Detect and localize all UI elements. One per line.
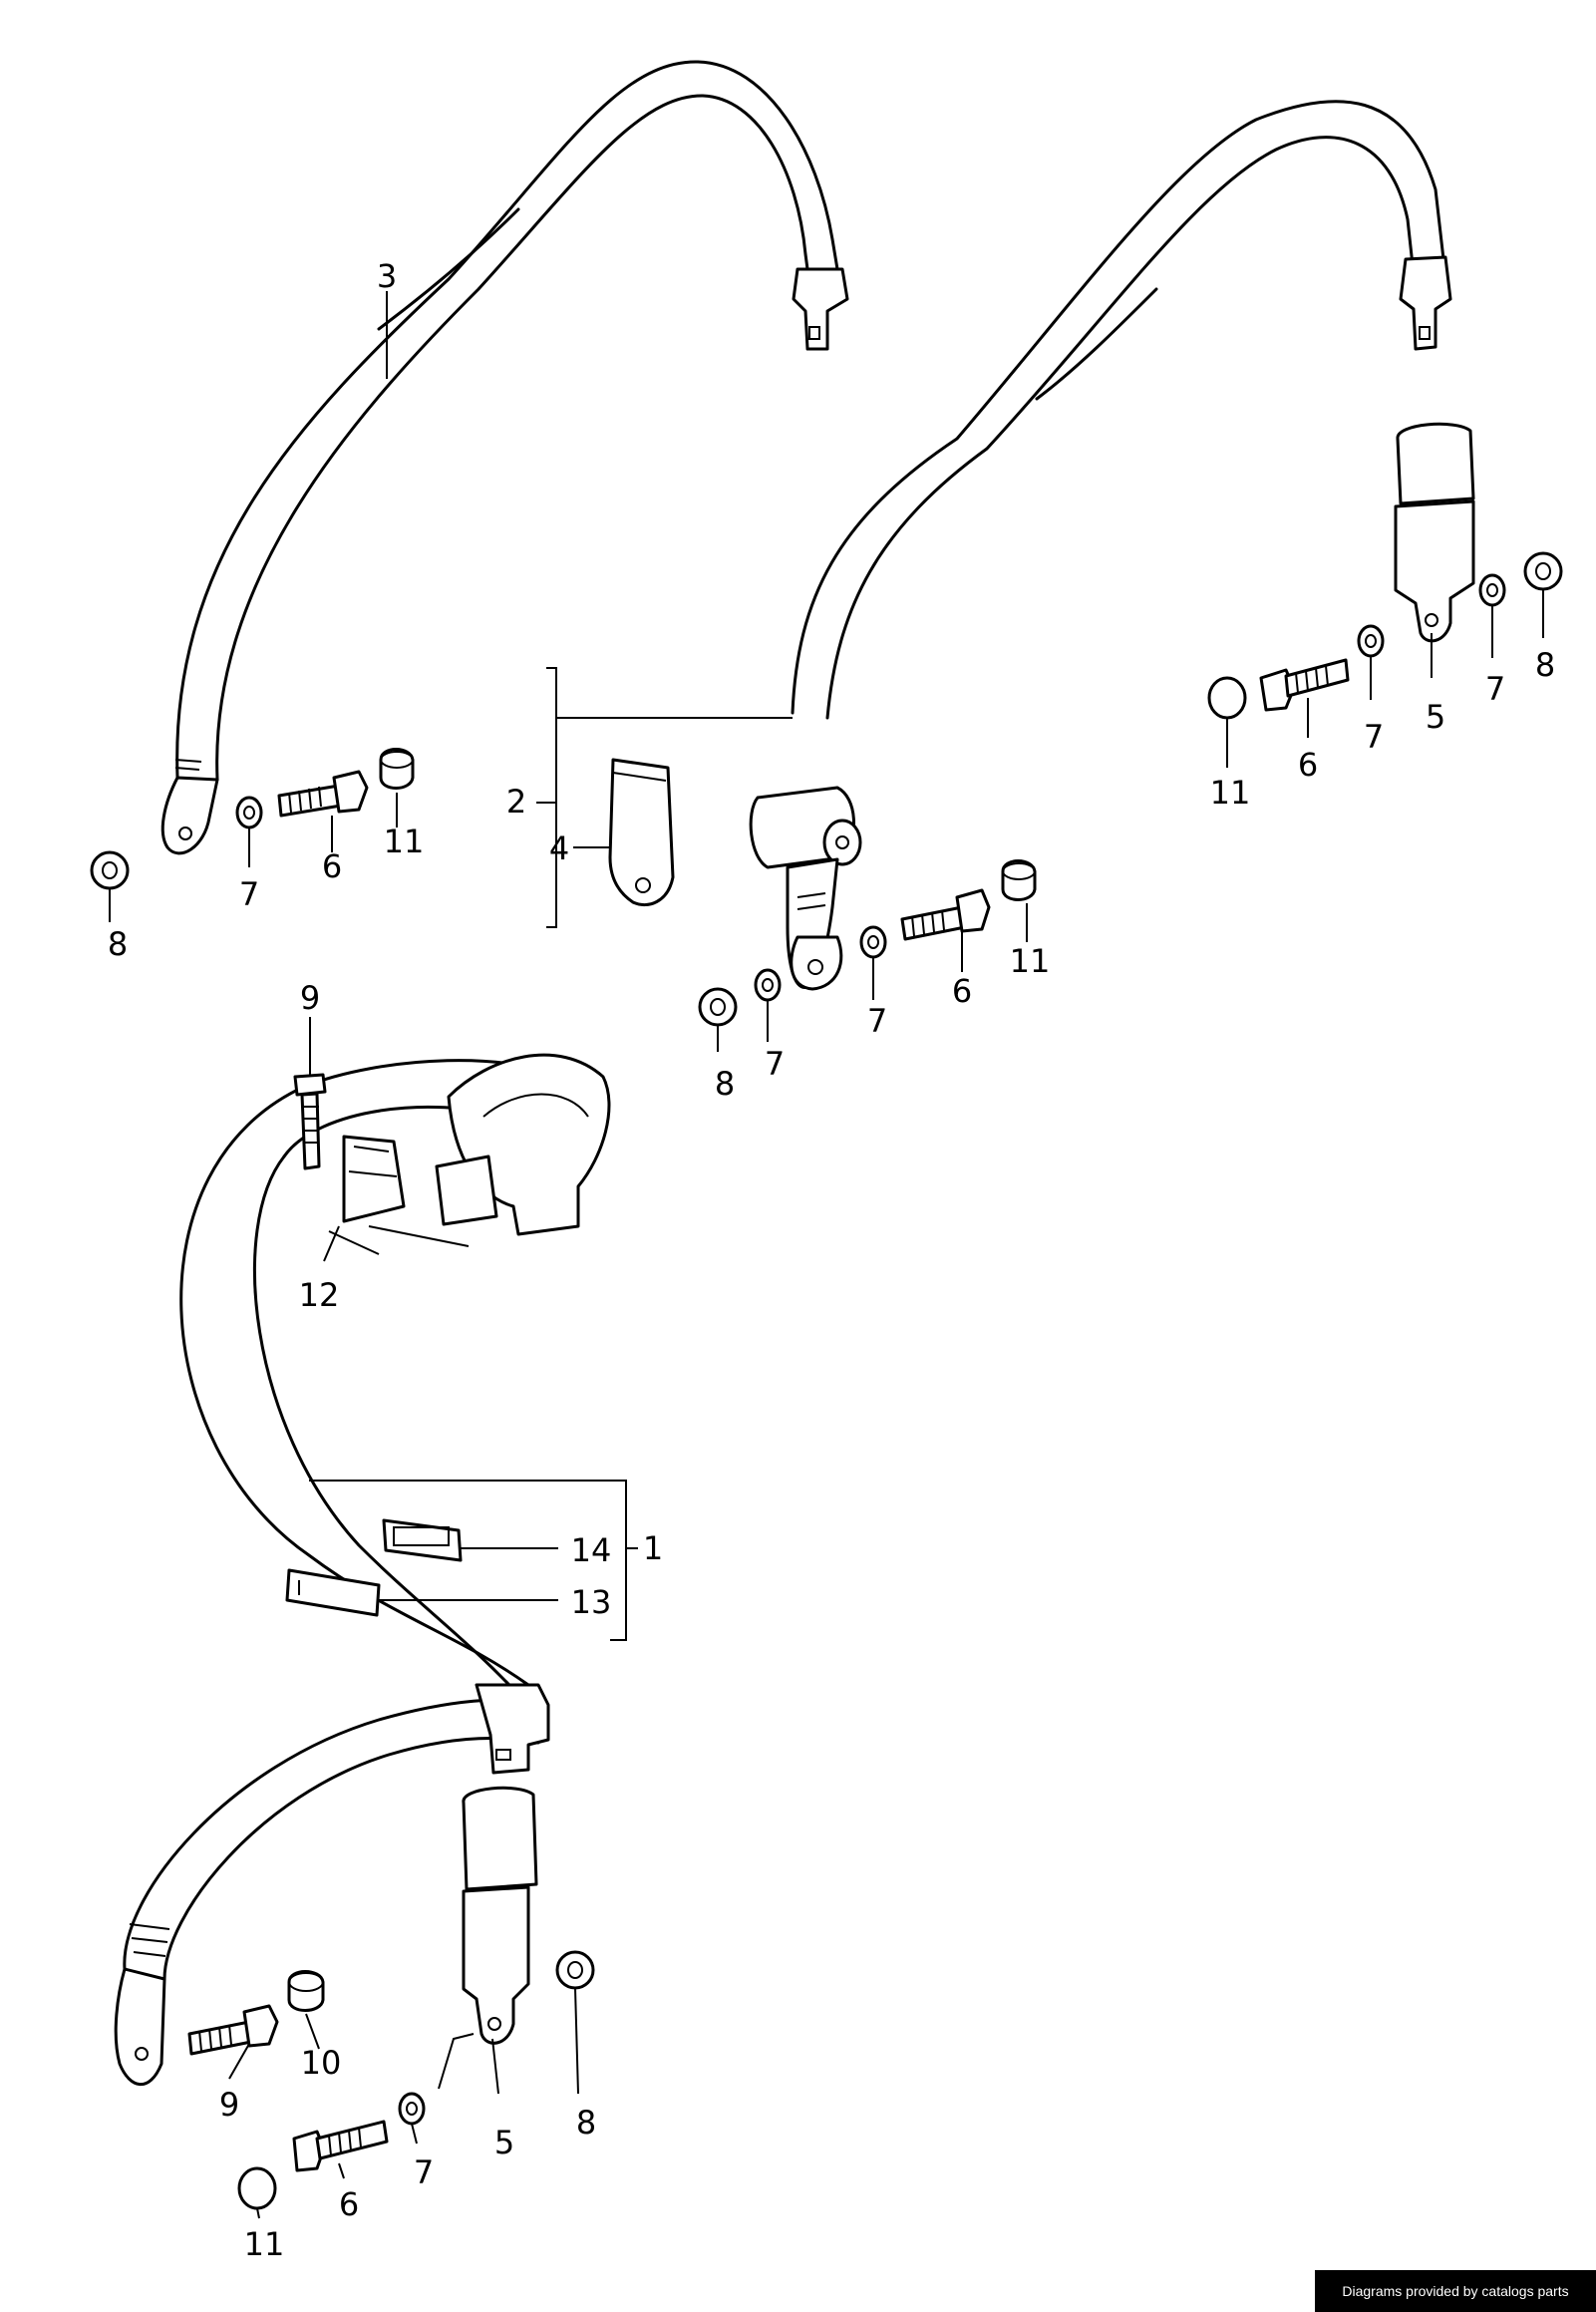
label-6d: 6 xyxy=(339,2185,359,2223)
label-9b: 9 xyxy=(219,2086,239,2124)
label-8d: 8 xyxy=(576,2104,596,2142)
label-8c: 8 xyxy=(1535,646,1555,684)
bracket-part-4 xyxy=(608,758,675,907)
label-14: 14 xyxy=(571,1531,612,1569)
rear-belt-strap-right xyxy=(791,100,1452,720)
label-7d: 7 xyxy=(1364,718,1384,756)
bolt-left-upper xyxy=(277,770,369,818)
bolt-upper-right xyxy=(1259,658,1350,712)
label-6a: 6 xyxy=(322,847,342,885)
label-11c: 11 xyxy=(1210,774,1251,812)
clip-part-13 xyxy=(285,1568,381,1617)
label-7b: 7 xyxy=(867,1002,887,1040)
label-4: 4 xyxy=(549,829,569,867)
leader-lines xyxy=(109,291,1544,2219)
label-1: 1 xyxy=(643,1529,663,1567)
label-5a: 5 xyxy=(1426,698,1445,736)
part-labels: 3 2 4 7 6 11 8 7 6 11 8 7 11 6 7 5 7 8 9… xyxy=(108,257,1555,2263)
label-6b: 6 xyxy=(952,972,972,1010)
buckle-upper-right xyxy=(1394,422,1475,643)
label-5b: 5 xyxy=(494,2124,514,2161)
caps xyxy=(237,676,1247,2210)
label-6c: 6 xyxy=(1298,746,1318,784)
label-7f: 7 xyxy=(414,2153,434,2191)
rear-belt-strap-left xyxy=(160,60,849,855)
label-8b: 8 xyxy=(715,1065,735,1103)
label-11a: 11 xyxy=(384,823,425,860)
label-12: 12 xyxy=(299,1276,340,1314)
hex-bolt-9-upper xyxy=(293,1073,327,1170)
clip-part-14 xyxy=(382,1518,463,1562)
label-10: 10 xyxy=(301,2044,342,2082)
label-2: 2 xyxy=(506,783,526,821)
bolt-middle xyxy=(900,888,991,941)
bolt-lower-6 xyxy=(292,2120,389,2172)
label-3: 3 xyxy=(377,257,397,295)
credit-banner: Diagrams provided by catalogs parts xyxy=(1315,2270,1596,2312)
washers xyxy=(235,573,1506,2126)
label-7c: 7 xyxy=(765,1045,785,1083)
front-belt-assembly xyxy=(114,1053,611,2087)
label-7e: 7 xyxy=(1485,670,1505,708)
label-13: 13 xyxy=(571,1583,612,1621)
label-11d: 11 xyxy=(244,2225,285,2263)
label-8a: 8 xyxy=(108,925,128,963)
buckle-lower xyxy=(462,1786,538,2045)
bolt-lower-9 xyxy=(187,2004,279,2056)
spacers xyxy=(90,551,1563,1990)
label-11b: 11 xyxy=(1010,942,1051,980)
label-9a: 9 xyxy=(300,979,320,1017)
retractor-assembly xyxy=(749,786,862,991)
label-7a: 7 xyxy=(239,875,259,913)
